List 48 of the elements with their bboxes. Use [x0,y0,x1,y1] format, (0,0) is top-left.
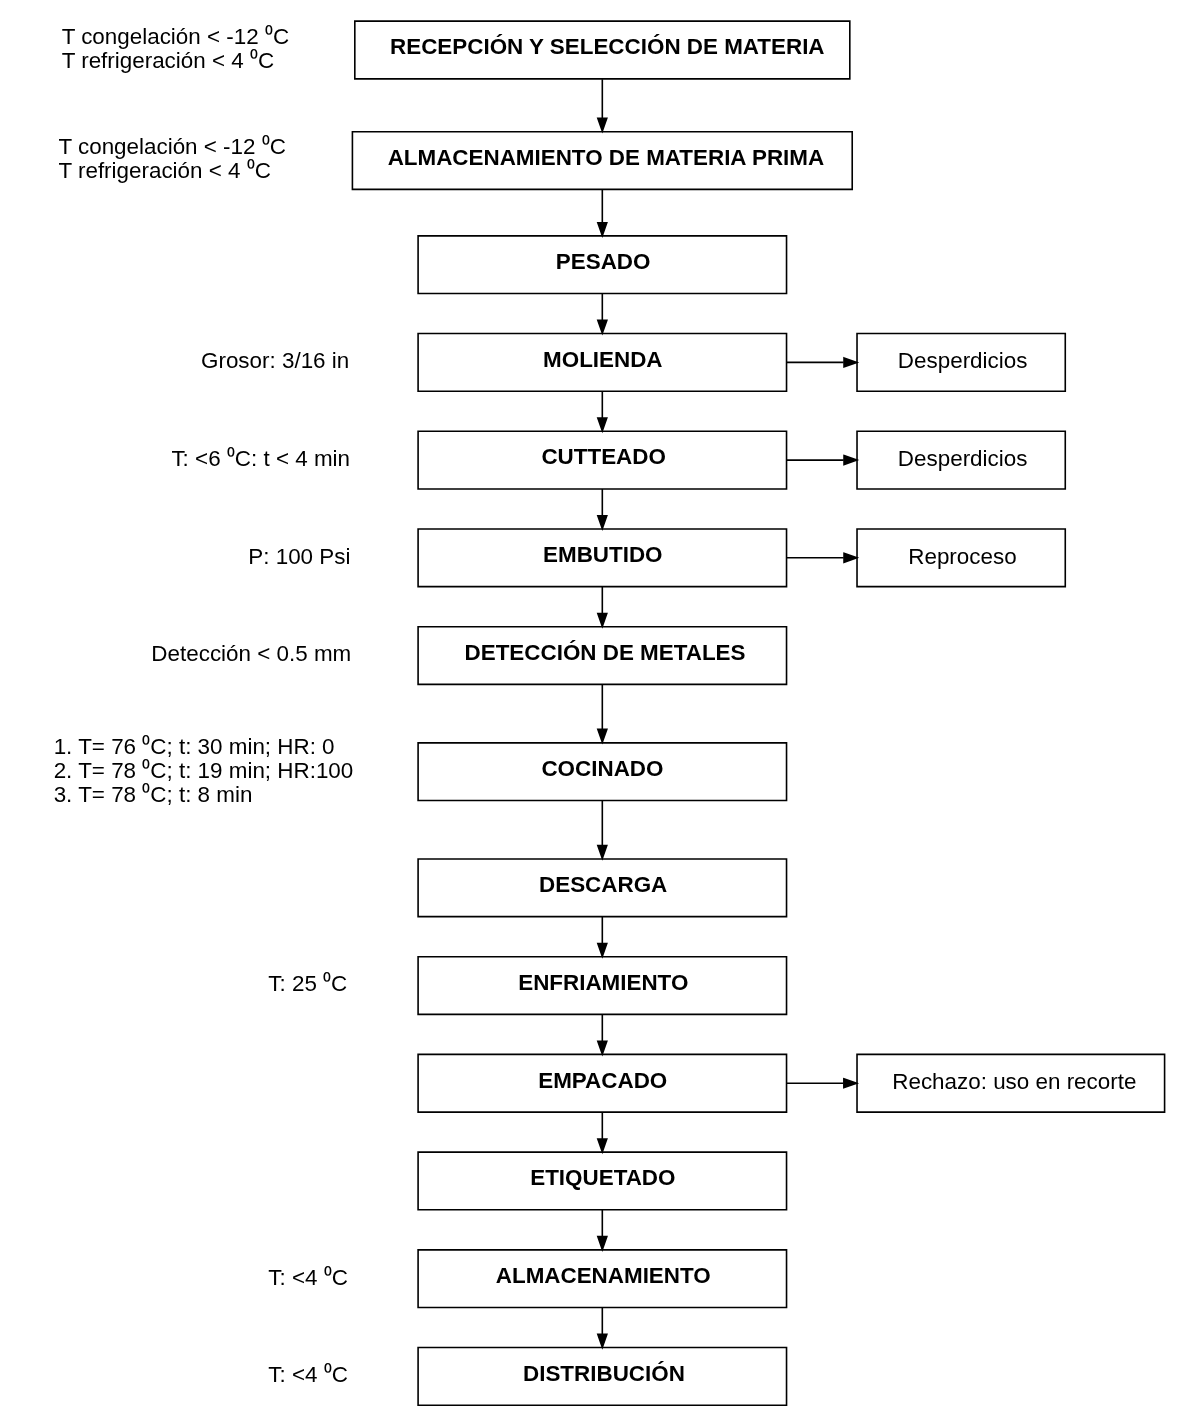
node-box: ALMACENAMIENTO [416,1249,787,1309]
arrow [596,488,608,532]
node-box: ETIQUETADO [416,1151,787,1211]
arrow [596,585,608,629]
node-box: RECEPCIÓN Y SELECCIÓN DE MATERIA [353,20,851,80]
arrow [596,390,608,434]
arrow [785,1077,859,1089]
node-box: Reproceso [855,528,1066,588]
node-box: EMPACADO [416,1053,787,1113]
node-box: Rechazo: uso en recorte [855,1053,1165,1113]
arrow [785,356,859,368]
node-label: 1. T= 76 ⁰C; t: 30 min; HR: 0 [53,733,335,759]
node-label: P: 100 Psi [247,543,350,569]
node-label: 2. T= 78 ⁰C; t: 19 min; HR:100 [53,757,353,783]
arrow [596,1306,608,1350]
node-box: CUTTEADO [416,430,787,490]
arrow [596,1013,608,1057]
node-box: COCINADO [416,742,787,802]
node-box: ENFRIAMIENTO [416,955,787,1016]
node-label: T: <6 ⁰C: t < 4 min [170,446,350,472]
node-box: PESADO [416,235,787,295]
arrow [785,552,859,564]
node-label: T refrigeración < 4 ⁰C [57,158,271,184]
node-box: DESCARGA [416,858,787,918]
node-label: T: <4 ⁰C [267,1362,348,1388]
node-label: T congelación < -12 ⁰C [61,23,289,49]
arrow [596,78,608,134]
node-box: ALMACENAMIENTO DE MATERIA PRIMA [351,130,853,191]
arrow [596,188,608,238]
node-box: DISTRIBUCIÓN [416,1346,787,1407]
node-label: Detección < 0.5 mm [150,641,351,667]
arrow [596,683,608,745]
arrow [596,1209,608,1252]
arrow [596,799,608,861]
arrow [785,454,859,466]
node-box: DETECCIÓN DE METALES [416,625,787,686]
node-box: EMBUTIDO [416,528,787,588]
node-box: Desperdicios [855,332,1066,392]
node-box: Desperdicios [855,430,1066,490]
node-label: T: 25 ⁰C [267,971,347,997]
arrow [596,1111,608,1155]
node-label: Grosor: 3/16 in [200,348,349,374]
arrow [596,292,608,336]
node-box: MOLIENDA [416,332,787,392]
node-label: 3. T= 78 ⁰C; t: 8 min [53,781,252,807]
arrow [596,915,608,959]
node-label: T: <4 ⁰C [267,1264,348,1290]
node-label: T congelación < -12 ⁰C [57,134,286,160]
